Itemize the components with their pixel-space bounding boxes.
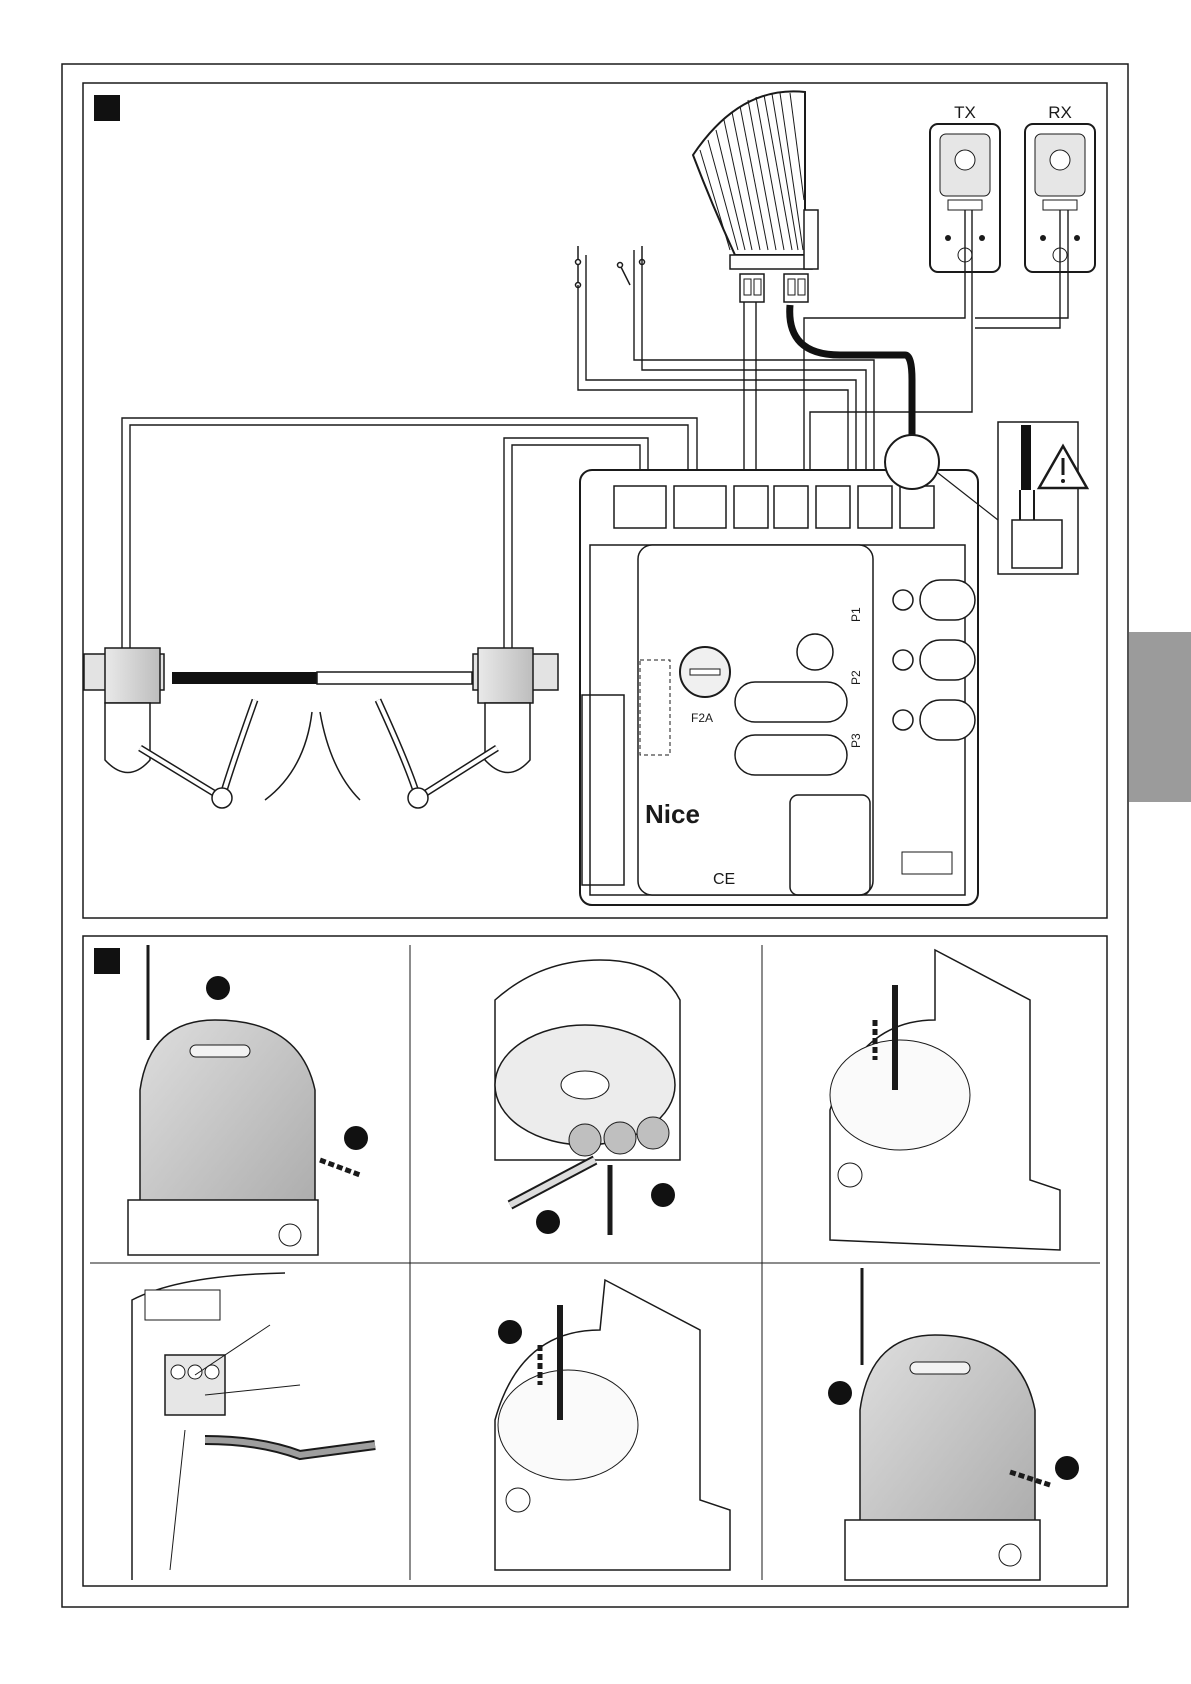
step-close-housing xyxy=(495,1280,730,1570)
photocell-rx-label: RX xyxy=(1048,103,1072,122)
button-label-p1: P1 xyxy=(849,607,863,622)
step-remove-cover xyxy=(128,945,368,1255)
terminal-blocks xyxy=(614,486,934,528)
step-connect-cable xyxy=(132,1273,375,1580)
brand-logo: Nice xyxy=(645,799,700,829)
button-label-p3: P3 xyxy=(849,733,863,748)
assembly-steps xyxy=(83,936,1107,1586)
fuse-label: F2A xyxy=(691,711,713,725)
step-badge xyxy=(498,1320,522,1344)
button-label-p2: P2 xyxy=(849,670,863,685)
ce-mark: CE xyxy=(713,871,735,888)
step-badge xyxy=(828,1381,852,1405)
step-badge xyxy=(206,976,230,1000)
photocell-tx-label: TX xyxy=(954,103,976,122)
step-badge xyxy=(344,1126,368,1150)
figure-marker-1 xyxy=(94,95,120,121)
step-badge xyxy=(651,1183,675,1207)
step-cable-gland xyxy=(495,960,680,1235)
step-open-housing xyxy=(830,950,1060,1250)
control-board: F2A P1 P2 P3 Nice CE xyxy=(580,470,978,905)
leds xyxy=(893,580,975,740)
wiring-diagram: TX RX xyxy=(83,83,1107,918)
gate-and-motors xyxy=(84,648,558,808)
step-refit-cover xyxy=(828,1268,1079,1580)
flashing-light xyxy=(693,91,818,302)
step-badge xyxy=(536,1210,560,1234)
step-badge xyxy=(1055,1456,1079,1480)
figure-marker-2 xyxy=(94,948,120,974)
